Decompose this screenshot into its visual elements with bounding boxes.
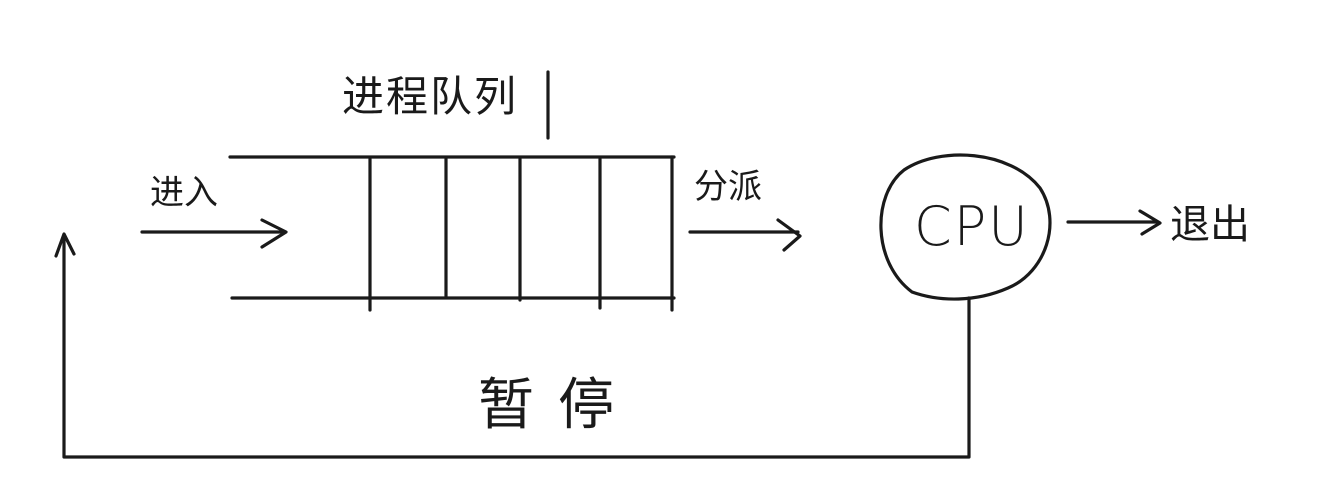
cpu-circle (879, 153, 1052, 301)
exit-arrow (1066, 209, 1162, 236)
enter-arrow (140, 218, 288, 249)
pause-feedback-arrow (54, 232, 971, 459)
dispatch-label: 分派 (694, 167, 762, 207)
enter-label: 进入 (150, 173, 218, 213)
process-queue (228, 155, 676, 312)
pause-label: 暂停 (478, 373, 638, 438)
cpu-label: CPU (914, 195, 1030, 258)
exit-label: 退出 (1170, 202, 1250, 248)
process-queue-label: 进程队列 (342, 72, 519, 121)
dispatch-arrow (688, 218, 802, 252)
